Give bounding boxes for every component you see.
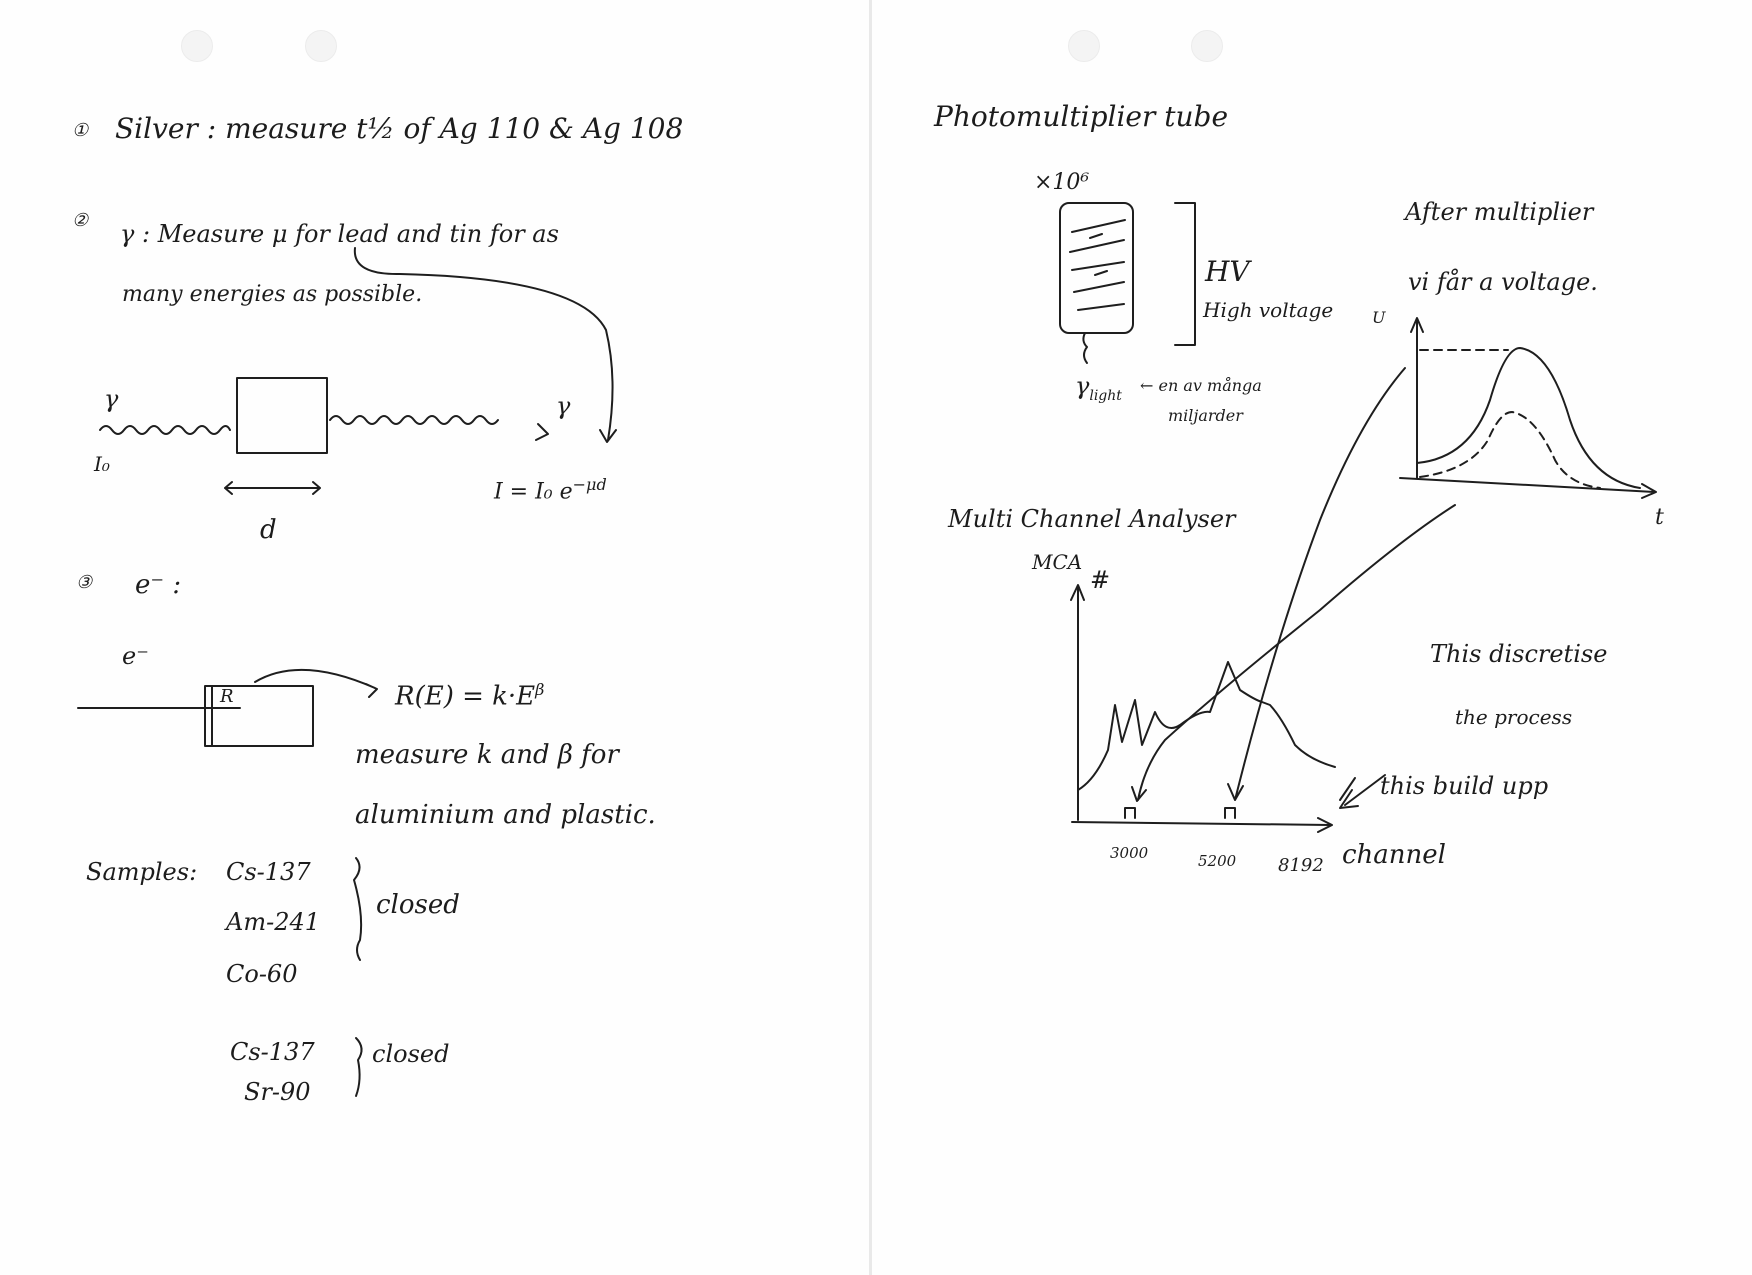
mca-x-axis [1071, 817, 1333, 833]
range-formula: R(E) = k·Eβ [395, 680, 545, 712]
item-1-silver: Silver : measure t½ of Ag 110 & Ag 108 [115, 112, 684, 145]
pulse-dashed [1419, 411, 1601, 489]
brace-closed-2 [355, 1037, 363, 1097]
pulse-solid [1416, 347, 1641, 489]
sample-group-2-note: closed [372, 1040, 450, 1068]
build-up-note: this build upp [1380, 772, 1549, 800]
mca-spectrum [1077, 661, 1336, 791]
item-2-line-2: many energies as possible. [122, 282, 423, 307]
pmt-photocathode [1082, 332, 1088, 364]
u-axis [1410, 317, 1424, 479]
light-note-2: miljarder [1168, 406, 1243, 425]
samples-label: Samples: [86, 858, 198, 886]
after-multiplier-line-2: vi får a voltage. [1408, 268, 1598, 296]
mca-title: Multi Channel Analyser [948, 505, 1236, 533]
gamma-wave-out [329, 415, 499, 425]
sample-group-1-note: closed [376, 890, 460, 920]
range-exponent: β [535, 680, 545, 699]
pmt-dynodes [1069, 219, 1126, 311]
page-binding [869, 0, 872, 1275]
mca-channel-bin-2 [1224, 807, 1236, 819]
mca-channel-bin-1 [1124, 807, 1136, 819]
high-voltage-label: High voltage [1203, 298, 1334, 322]
pulse-u-axis-label: U [1372, 308, 1386, 327]
punch-hole [181, 30, 213, 62]
mu-connector-arrow [353, 247, 617, 443]
light-note-1: ← en av många [1140, 376, 1262, 395]
pulse-to-bin-arrow [1227, 367, 1406, 801]
punch-hole [305, 30, 337, 62]
sample-am241: Am-241 [226, 908, 321, 936]
pmt-gain: ×10⁶ [1034, 170, 1090, 195]
brace-closed-1 [353, 857, 363, 961]
sample-sr90: Sr-90 [244, 1078, 311, 1106]
gamma-arrow-head [535, 423, 549, 441]
discretise-note-2: the process [1455, 705, 1573, 729]
notebook-page-left [0, 0, 870, 1275]
mca-tick-8192: 8192 [1278, 855, 1324, 876]
pmt-tube [1059, 202, 1134, 334]
item-3-line-1: measure k and β for [355, 740, 619, 770]
build-up-arrow [1339, 774, 1386, 809]
hv-bracket [1174, 202, 1196, 346]
thickness-label: d [260, 515, 277, 545]
pulse-t-axis-label: t [1655, 505, 1664, 530]
notebook-page-right [872, 0, 1752, 1275]
electron-box-divider [204, 685, 241, 747]
sample-cs137: Cs-137 [226, 858, 311, 886]
attenuation-exponent: −μd [572, 475, 607, 494]
attenuation-formula: I = I₀ e−μd [494, 475, 607, 505]
electron-box-label: R [220, 686, 234, 707]
item-3-title: e⁻ : [135, 570, 182, 600]
item-2-line-1: γ : Measure μ for lead and tin for as [120, 220, 559, 248]
discretise-note-1: This discretise [1430, 640, 1608, 668]
hv-label: HV [1205, 255, 1250, 288]
t-axis [1399, 477, 1657, 499]
mca-y-axis-label: # [1090, 566, 1111, 594]
after-multiplier-line-1: After multiplier [1405, 198, 1594, 226]
mca-abbreviation: MCA [1032, 550, 1083, 574]
item-3-line-2: aluminium and plastic. [355, 800, 656, 830]
sample-co60: Co-60 [226, 960, 298, 988]
mca-tick-5200: 5200 [1198, 852, 1237, 870]
small-pulse-to-bin-arrow [1131, 504, 1456, 802]
gamma-wave-in [99, 425, 231, 435]
item-1-number: ① [72, 120, 89, 141]
electron-absorber [204, 685, 314, 747]
absorber-block [236, 377, 328, 454]
intensity-i0-label: I₀ [94, 452, 110, 476]
item-2-number: ② [72, 210, 89, 231]
mca-x-axis-label: channel [1342, 840, 1446, 870]
punch-hole [1068, 30, 1100, 62]
item-3-number: ③ [76, 572, 93, 593]
light-gamma-label: γlight [1075, 372, 1122, 404]
gamma-out-label: γ [556, 392, 571, 420]
mca-y-axis [1070, 584, 1085, 821]
range-arrow [254, 668, 378, 698]
punch-hole [1191, 30, 1223, 62]
electron-label: e⁻ [122, 642, 149, 670]
light-subscript: light [1089, 387, 1122, 404]
mca-tick-3000: 3000 [1110, 844, 1149, 862]
sample-cs137-b: Cs-137 [230, 1038, 315, 1066]
thickness-arrow [224, 481, 321, 495]
pmt-title: Photomultiplier tube [934, 100, 1229, 133]
gamma-in-label: γ [104, 385, 119, 413]
